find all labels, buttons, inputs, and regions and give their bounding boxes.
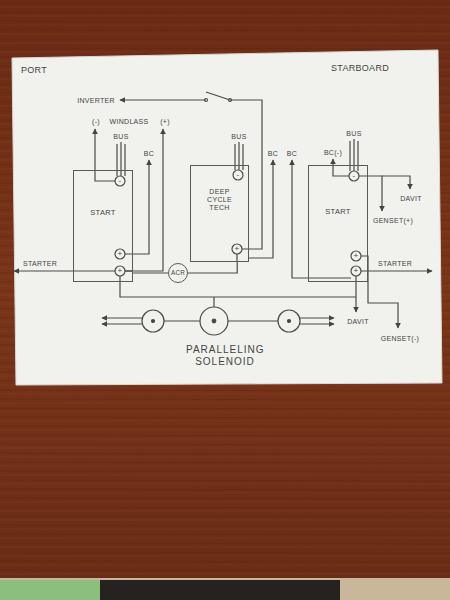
text-label: PORT (21, 66, 47, 75)
windlass-pos-wire (125, 129, 163, 271)
terminal (115, 249, 125, 259)
node-text: DEEP CYCLE TECH (202, 188, 238, 212)
terminal (115, 176, 125, 186)
wood-table (0, 0, 450, 580)
terminal (351, 251, 361, 261)
bus-bar (350, 139, 358, 171)
text-label: DAVIT (400, 195, 422, 202)
node-text: START (75, 209, 131, 218)
switch-contact (229, 99, 232, 102)
switch-contact (205, 99, 208, 102)
text-label: PARALLELING SOLENOID (186, 344, 264, 368)
text-label: STARTER (23, 260, 57, 267)
text-label: (+) (160, 118, 170, 125)
text-label: BUS (231, 133, 246, 140)
terminal (115, 266, 125, 276)
terminal-sign: - (353, 172, 356, 180)
solenoid-cable (102, 323, 142, 324)
terminal-sign: + (118, 250, 123, 258)
terminal (232, 244, 242, 254)
solenoid-bus (120, 276, 356, 307)
text-label: DAVIT (347, 318, 369, 325)
paralleling-solenoid (200, 307, 228, 335)
solenoid-cable (102, 317, 142, 318)
node-text: START (310, 208, 366, 217)
windlass-neg-wire (95, 129, 115, 181)
text-label: (-) (92, 118, 100, 125)
bc-wire (292, 160, 351, 278)
terminal (233, 170, 243, 180)
bc-wire (249, 160, 273, 258)
inverter-wire (120, 99, 200, 100)
node-text: ACR (171, 269, 185, 276)
terminal-sign: + (354, 252, 359, 260)
battery-box: DEEP CYCLE TECH (190, 165, 249, 262)
battery-box: START (73, 170, 133, 282)
davit-wire (382, 176, 410, 189)
dark-shadow (100, 580, 340, 600)
genset-pos-wire (359, 176, 382, 211)
terminal-sign: + (354, 267, 359, 275)
text-label: INVERTER (77, 97, 115, 104)
text-label: BC (287, 150, 297, 157)
terminal-sign: - (119, 177, 122, 185)
solenoid-terminal (142, 310, 164, 332)
text-label: BC (268, 150, 278, 157)
bc-wire (333, 159, 349, 176)
wood-grain (0, 0, 450, 580)
text-label: STARBOARD (331, 64, 389, 73)
text-label: GENSET(-) (381, 335, 419, 342)
terminal-lead (125, 270, 133, 271)
solenoid-dot (288, 320, 291, 323)
wire-connector (133, 272, 168, 273)
terminal-sign: + (118, 267, 123, 275)
wire-connector (188, 262, 237, 273)
paper-sheet (12, 50, 442, 385)
inverter-wire (236, 100, 262, 249)
text-label: BUS (346, 130, 361, 137)
text-label: BC(-) (324, 149, 342, 156)
solenoid-cable (300, 323, 334, 324)
terminal-lead (236, 254, 237, 262)
starter-wire (361, 270, 432, 271)
terminal (349, 171, 359, 181)
terminal-sign: - (237, 171, 240, 179)
battery-box: START (308, 165, 368, 282)
text-label: BUS (113, 133, 128, 140)
genset-neg-wire (361, 256, 398, 328)
text-label: GENSET(+) (373, 217, 413, 224)
text-label: BC (144, 150, 154, 157)
solenoid-dot (212, 319, 216, 323)
terminal-sign: + (235, 245, 240, 253)
acr-circle: ACR (168, 263, 188, 283)
solenoid-cable (300, 317, 334, 318)
terminal (351, 266, 361, 276)
solenoid-link (164, 320, 278, 321)
solenoid-dot (152, 320, 155, 323)
text-label: WINDLASS (110, 118, 149, 125)
text-label: STARTER (378, 260, 412, 267)
bc-wire (125, 160, 149, 254)
starter-wire (14, 270, 115, 271)
solenoid-terminal (278, 310, 300, 332)
floor-strip (0, 578, 450, 600)
